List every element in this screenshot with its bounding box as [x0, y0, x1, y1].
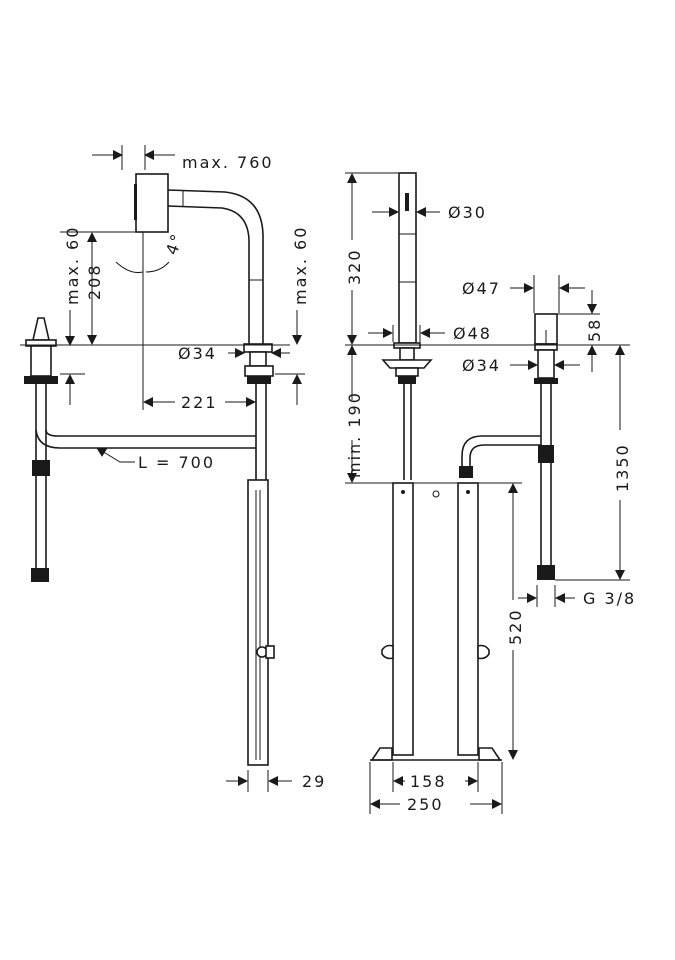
dim-swivel-angle: 4°: [162, 230, 187, 257]
faucet-side-view: [24, 173, 275, 766]
frame-rail-right: [457, 482, 479, 756]
dim-cabinet-height: 520: [506, 608, 525, 645]
dim-spray-reach: max. 760: [182, 153, 274, 172]
dim-valve-total-height: 1350: [613, 443, 632, 492]
dim-valve-diameter: Ø47: [462, 279, 501, 298]
hose-front: [461, 435, 541, 470]
spout-inner: [167, 205, 250, 345]
dim-valve-base-diameter: Ø34: [462, 356, 501, 375]
dim-base-diameter-right: Ø48: [453, 324, 492, 343]
supply-valve-cap: [31, 317, 51, 341]
dim-spray-height: 208: [85, 263, 104, 300]
spout-outer: [167, 189, 264, 345]
dim-outer-width: 250: [407, 795, 444, 814]
right-dimensions: 320 Ø30 Ø48 min. 190 Ø47 58 Ø34 1350: [345, 172, 636, 814]
hose: [45, 429, 256, 437]
dim-hose-length: L = 700: [138, 453, 215, 472]
dim-weight-width: 29: [302, 772, 326, 791]
spray-head: [135, 173, 169, 233]
dim-valve-height: 58: [585, 318, 604, 342]
dim-head-diameter: Ø30: [448, 203, 487, 222]
left-dimensions: max. 760 max. 60 208 4° max. 60 Ø34 221 …: [20, 145, 326, 792]
faucet-front-view: [370, 172, 558, 761]
dim-spray-drop-left: max. 60: [63, 226, 82, 305]
dim-connection-thread: G 3/8: [583, 589, 636, 608]
dim-inner-width: 158: [410, 772, 447, 791]
dim-min-clearance: min. 190: [345, 391, 364, 478]
frame-rail-left: [392, 482, 414, 756]
dim-spout-projection: 221: [181, 393, 218, 412]
dim-spout-drop-right: max. 60: [291, 226, 310, 305]
dim-base-diameter-left: Ø34: [178, 344, 217, 363]
dim-spout-height: 320: [345, 248, 364, 285]
hose-weight: [247, 479, 269, 766]
